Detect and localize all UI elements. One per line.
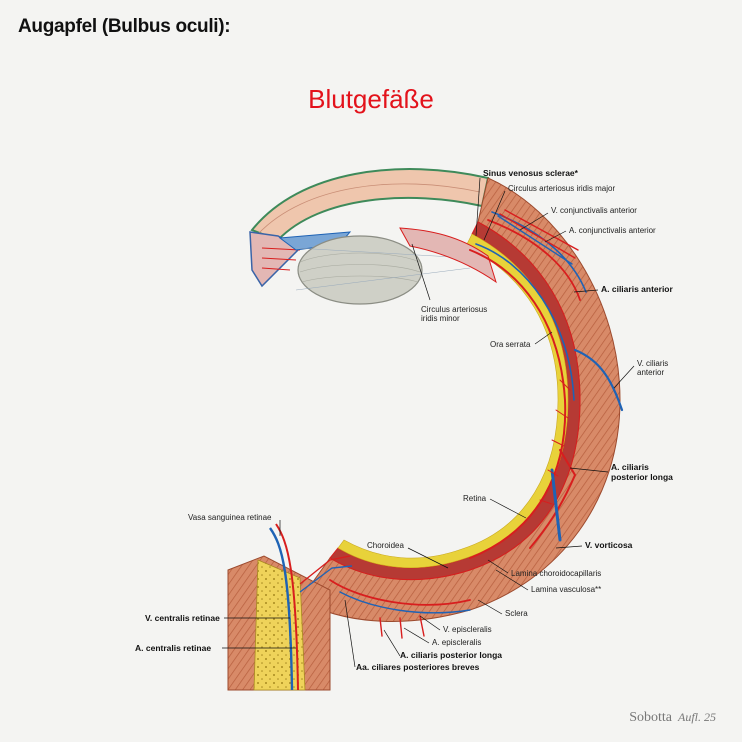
footer-edition: Aufl. 25 bbox=[678, 710, 716, 724]
label-v-centralis-retinae: V. centralis retinae bbox=[145, 613, 220, 623]
label-lamina-vasculosa: Lamina vasculosa** bbox=[531, 585, 601, 594]
optic-nerve bbox=[227, 523, 353, 691]
label-circulus-major: Circulus arteriosus iridis major bbox=[508, 184, 615, 193]
label-a-ciliaris-posterior-longa-lower: A. ciliaris posterior longa bbox=[400, 650, 502, 660]
lens bbox=[295, 235, 471, 305]
leader-lines bbox=[222, 177, 635, 668]
label-circulus-minor-1: Circulus arteriosus bbox=[421, 305, 487, 314]
label-choroidea: Choroidea bbox=[367, 541, 404, 550]
label-a-ciliaris-anterior: A. ciliaris anterior bbox=[601, 284, 673, 294]
label-v-ciliaris-anterior-2: anterior bbox=[637, 368, 664, 377]
label-a-ciliaris-posterior-longa-2: posterior longa bbox=[611, 472, 673, 482]
label-a-conjunctivalis-anterior: A. conjunctivalis anterior bbox=[569, 226, 656, 235]
label-sclera: Sclera bbox=[505, 609, 528, 618]
label-circulus-minor-2: iridis minor bbox=[421, 314, 460, 323]
publisher-footer: Sobotta Aufl. 25 bbox=[629, 710, 716, 726]
label-lamina-choroidocapillaris: Lamina choroidocapillaris bbox=[511, 569, 601, 578]
label-aa-ciliares-posteriores-breves: Aa. ciliares posteriores breves bbox=[356, 662, 480, 672]
label-v-ciliaris-anterior-1: V. ciliaris bbox=[637, 359, 668, 368]
footer-brand: Sobotta bbox=[629, 710, 672, 725]
label-a-episcleralis: A. episcleralis bbox=[432, 638, 481, 647]
label-retina: Retina bbox=[463, 494, 487, 503]
vessel-network bbox=[329, 209, 624, 639]
section-title: Blutgefäße bbox=[308, 84, 434, 114]
retina-layer bbox=[337, 233, 569, 569]
label-a-centralis-retinae: A. centralis retinae bbox=[135, 643, 211, 653]
label-a-ciliaris-posterior-longa-1: A. ciliaris bbox=[611, 462, 649, 472]
label-v-episcleralis: V. episcleralis bbox=[443, 625, 492, 634]
label-ora-serrata: Ora serrata bbox=[490, 340, 531, 349]
label-vasa-sanguinea-retinae: Vasa sanguinea retinae bbox=[188, 513, 272, 522]
page-header: Augapfel (Bulbus oculi): bbox=[18, 16, 231, 37]
ciliary-body bbox=[399, 227, 497, 284]
label-v-conjunctivalis-anterior: V. conjunctivalis anterior bbox=[551, 206, 637, 215]
label-v-vorticosa: V. vorticosa bbox=[585, 540, 633, 550]
cornea bbox=[250, 168, 490, 242]
diagram-labels: Sinus venosus sclerae* Circulus arterios… bbox=[135, 168, 673, 672]
iris bbox=[249, 231, 352, 288]
label-sinus-venosus: Sinus venosus sclerae* bbox=[483, 168, 579, 178]
